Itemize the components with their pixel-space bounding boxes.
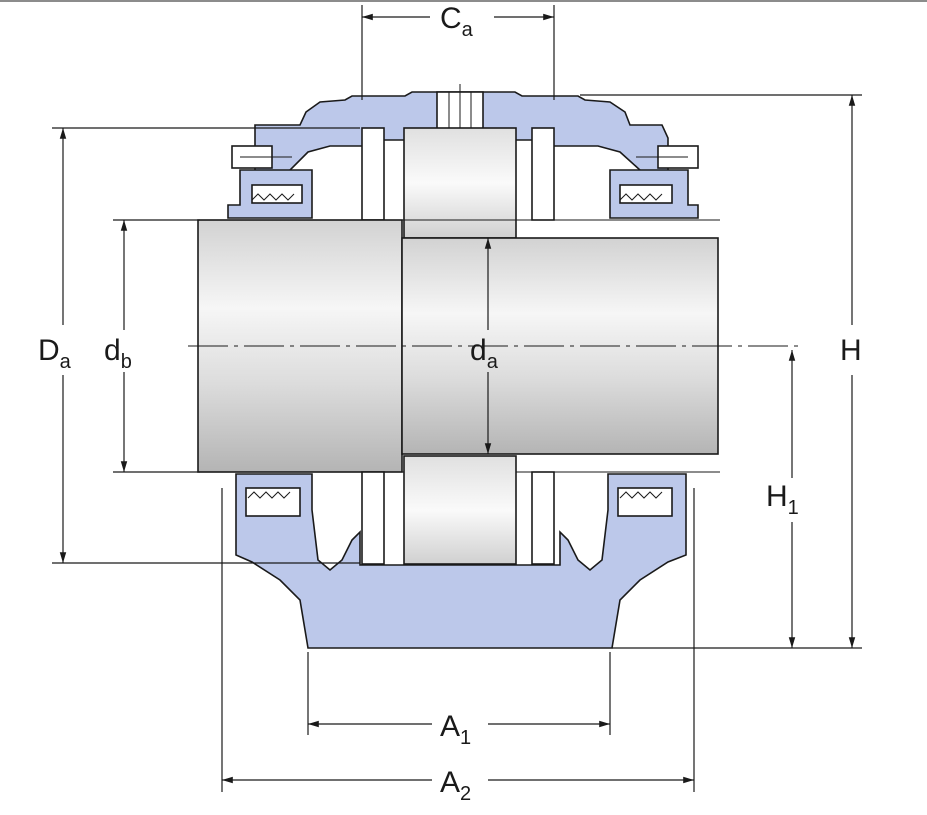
label-db: db [104, 334, 132, 373]
label-da-inner: da [470, 334, 499, 373]
dim-ca [361, 5, 555, 100]
upper-seal-left [227, 169, 313, 219]
upper-outer-ring-right [531, 127, 555, 221]
dim-a2 [221, 488, 695, 792]
upper-roller [403, 127, 517, 239]
upper-outer-ring-left [361, 127, 385, 221]
dim-da-outer [52, 127, 360, 564]
upper-seal-right [609, 169, 699, 219]
label-h: H [840, 334, 862, 367]
lower-housing-base [235, 473, 687, 649]
label-a1: A1 [440, 710, 471, 749]
label-ca: Ca [440, 2, 474, 41]
label-da-outer: Da [38, 334, 72, 373]
lower-outer-ring-left [361, 471, 385, 565]
lower-roller [403, 455, 517, 565]
dim-a1 [307, 652, 611, 735]
label-h1: H1 [766, 480, 799, 519]
label-a2: A2 [440, 766, 471, 805]
lower-outer-ring-right [531, 471, 555, 565]
dim-db [113, 219, 200, 473]
dim-h [580, 94, 862, 649]
